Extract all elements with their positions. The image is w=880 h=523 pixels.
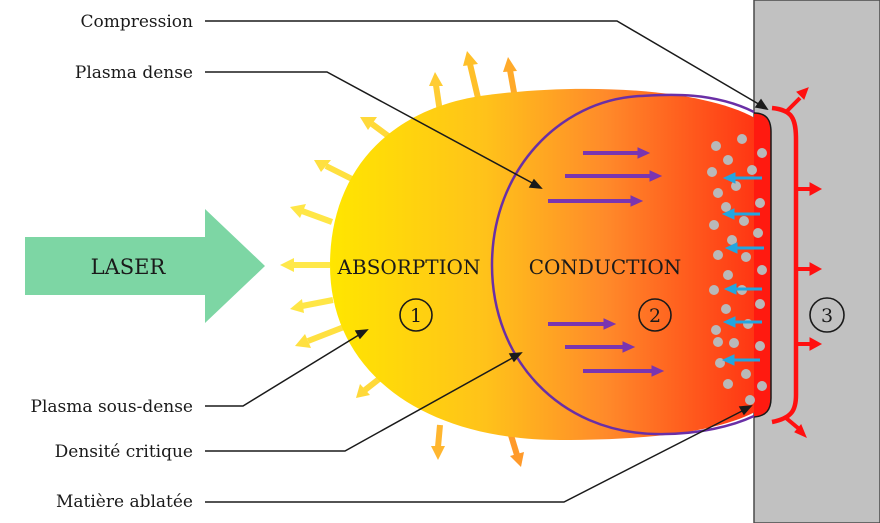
conduction-label: CONDUCTION — [529, 255, 682, 279]
plasma-sous-dense-label: Plasma sous-dense — [31, 397, 193, 417]
absorption-label: ABSORPTION — [337, 255, 481, 279]
marker-2-circle — [638, 298, 672, 332]
marker-1: 1 — [410, 305, 422, 327]
densite-critique-label: Densité critique — [55, 442, 193, 462]
laser-label: LASER — [91, 255, 167, 279]
marker-3: 3 — [821, 305, 833, 327]
laser-arrow — [25, 209, 265, 323]
compression-layer — [753, 112, 772, 418]
marker-1-circle — [399, 298, 433, 332]
marker-3-circle — [809, 297, 845, 333]
expansion-arrows — [280, 51, 524, 467]
ablation-arrows — [721, 172, 764, 366]
compression-label: Compression — [80, 12, 193, 32]
solid-target — [753, 0, 880, 523]
shock-wave — [771, 87, 823, 438]
matiere-ablatee-label: Matière ablatée — [56, 492, 193, 512]
conduction-arrows — [548, 147, 665, 377]
leader-lines — [205, 20, 769, 503]
critical-density-boundary — [490, 93, 755, 436]
plasma-dense-label: Plasma dense — [75, 63, 193, 83]
marker-2: 2 — [649, 305, 661, 327]
